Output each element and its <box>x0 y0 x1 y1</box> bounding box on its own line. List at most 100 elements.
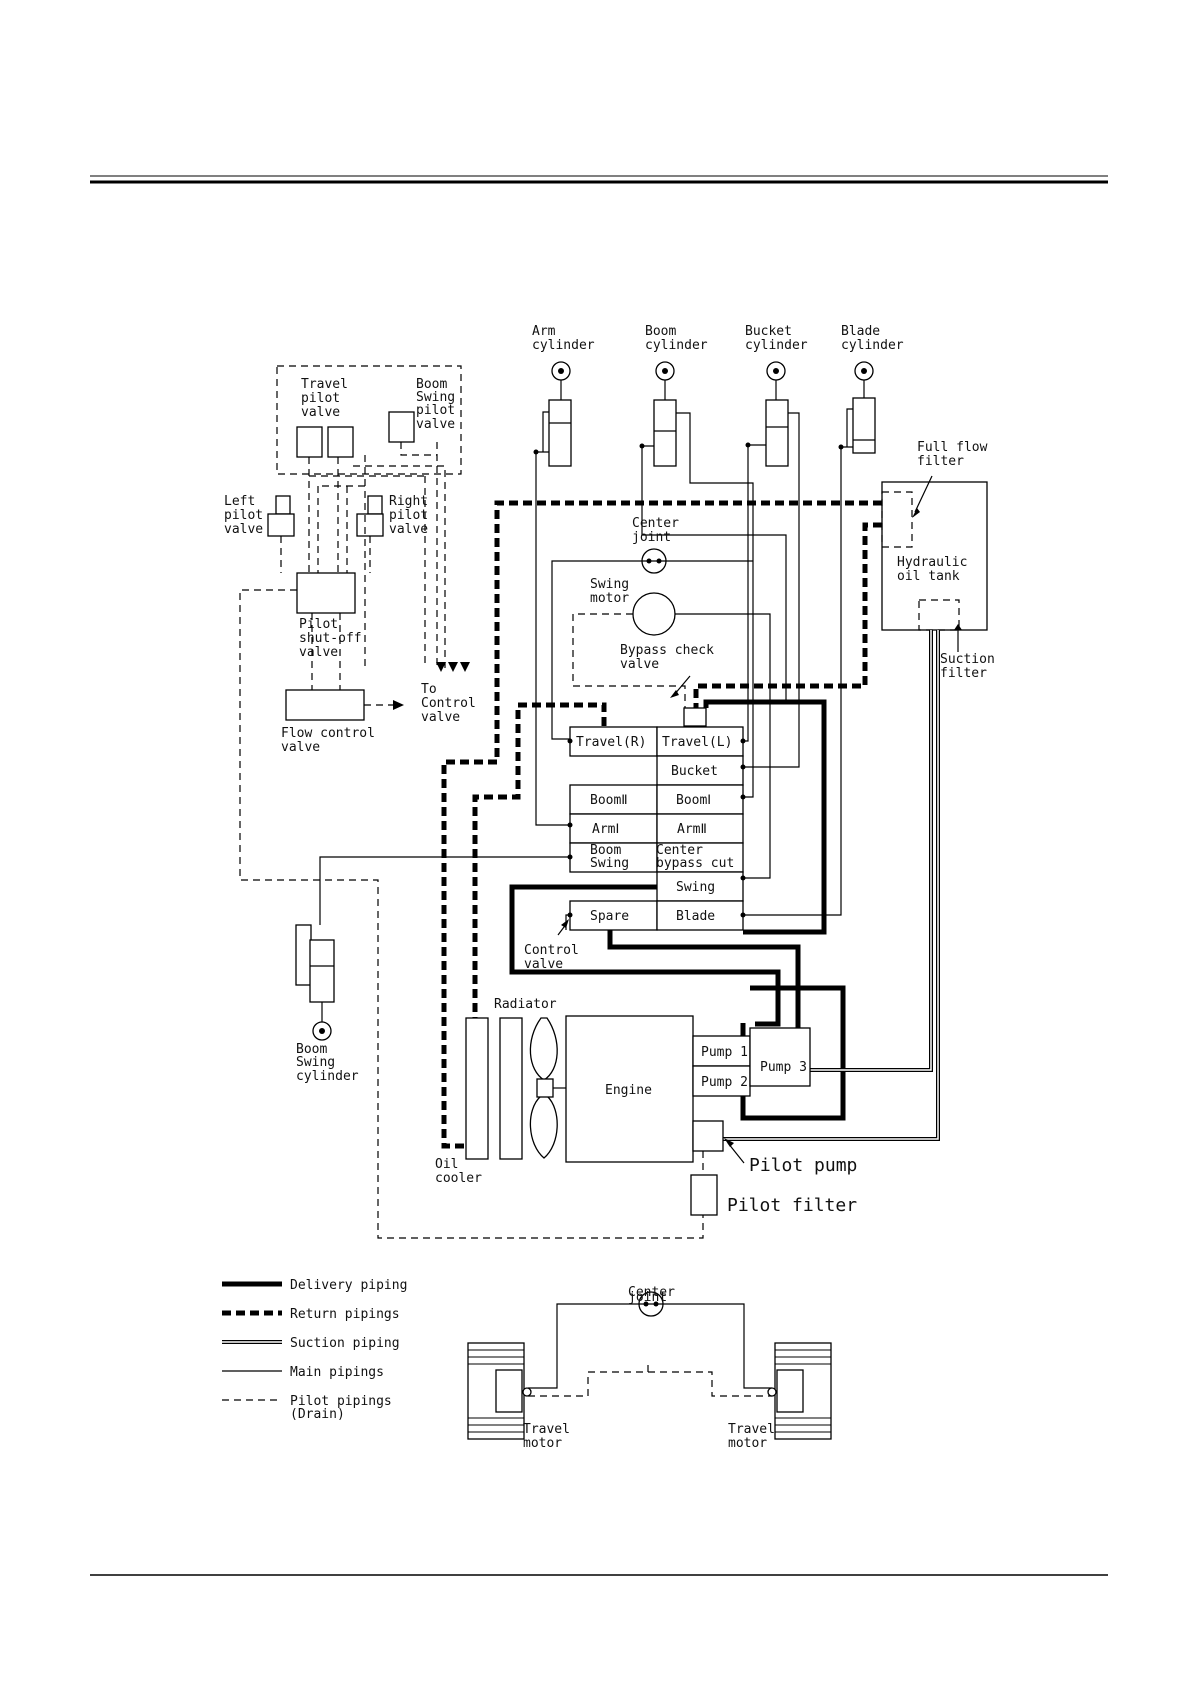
svg-text:filter: filter <box>940 666 987 681</box>
label-control-valve: Control valve <box>524 943 579 972</box>
svg-text:valve: valve <box>299 645 338 660</box>
label-to-control-valve: To Control valve <box>421 682 476 725</box>
svg-text:Pilot pipings: Pilot pipings <box>290 1394 392 1409</box>
svg-text:valve: valve <box>524 957 563 972</box>
pump-3 <box>749 1027 811 1087</box>
svg-text:(Drain): (Drain) <box>290 1407 345 1422</box>
label-travel-motor-right: Travel motor <box>728 1422 775 1451</box>
svg-text:ArmⅡ: ArmⅡ <box>677 822 707 837</box>
center-joint <box>641 548 667 574</box>
return-pipings <box>441 500 882 1149</box>
radiator <box>499 1017 523 1160</box>
svg-text:Right: Right <box>389 494 428 509</box>
left-pilot-valve <box>267 495 295 537</box>
arm-cylinder <box>548 361 572 467</box>
suction-piping <box>720 630 940 1141</box>
boom-swing-pilot-valve-block <box>388 411 415 443</box>
svg-text:oil tank: oil tank <box>897 569 960 584</box>
label-pilot-filter: Pilot filter <box>727 1195 857 1216</box>
svg-text:Hydraulic: Hydraulic <box>897 555 967 570</box>
svg-text:BoomⅡ: BoomⅡ <box>590 793 628 808</box>
svg-text:Boom: Boom <box>416 377 447 392</box>
label-bucket-cylinder: Bucket cylinder <box>745 324 808 353</box>
label-boom-cylinder: Boom cylinder <box>645 324 708 353</box>
svg-text:Boom: Boom <box>645 324 676 339</box>
svg-text:valve: valve <box>416 417 455 432</box>
label-travel-pilot-valve: Travel pilot valve <box>301 377 348 420</box>
pilot-valve-dashed-enclosure <box>276 365 462 475</box>
svg-text:Center: Center <box>632 516 679 531</box>
label-suction-filter: Suction filter <box>940 652 995 681</box>
svg-text:valve: valve <box>301 405 340 420</box>
svg-text:Travel: Travel <box>523 1422 570 1437</box>
label-center-joint-lower: Center joint <box>628 1285 675 1305</box>
engine <box>565 1015 694 1163</box>
svg-text:motor: motor <box>523 1436 562 1451</box>
svg-text:filter: filter <box>917 454 964 469</box>
header-rule <box>90 175 1108 184</box>
svg-text:cylinder: cylinder <box>841 338 904 353</box>
label-blade-cylinder: Blade cylinder <box>841 324 904 353</box>
label-pump-3: Pump 3 <box>760 1060 807 1075</box>
label-swing-motor: Swing motor <box>590 577 629 606</box>
svg-text:Bucket: Bucket <box>745 324 792 339</box>
svg-text:Swing: Swing <box>416 390 455 405</box>
svg-text:joint: joint <box>632 530 671 545</box>
svg-text:Swing: Swing <box>590 577 629 592</box>
swing-motor <box>632 592 676 636</box>
right-pilot-valve <box>356 495 384 537</box>
svg-text:bypass cut: bypass cut <box>656 856 734 871</box>
label-center-joint: Center joint <box>632 516 679 545</box>
label-boom-swing-cylinder: Boom Swing cylinder <box>296 1042 359 1084</box>
svg-text:Arm: Arm <box>532 324 556 339</box>
fan-icon <box>529 1017 566 1159</box>
svg-text:BoomⅠ: BoomⅠ <box>676 793 711 808</box>
travel-pilot-valve-right-block <box>327 426 354 458</box>
svg-text:Suction: Suction <box>940 652 995 667</box>
full-flow-filter <box>881 491 913 548</box>
pilot-pump <box>692 1120 724 1152</box>
label-travel-motor-left: Travel motor <box>523 1422 570 1451</box>
svg-text:Return pipings: Return pipings <box>290 1307 400 1322</box>
svg-text:Control: Control <box>524 943 579 958</box>
svg-text:pilot: pilot <box>224 508 263 523</box>
svg-text:Boom: Boom <box>296 1042 327 1057</box>
hydraulic-oil-tank <box>881 481 988 631</box>
label-pump-2: Pump 2 <box>701 1075 748 1090</box>
travel-motor-right <box>767 1342 832 1440</box>
svg-text:motor: motor <box>590 591 629 606</box>
svg-text:Travel(R): Travel(R) <box>576 735 646 750</box>
svg-text:valve: valve <box>281 740 320 755</box>
svg-text:cylinder: cylinder <box>532 338 595 353</box>
travel-motor-left <box>467 1342 532 1440</box>
boom-cylinder <box>653 361 677 467</box>
label-flow-control-valve: Flow control valve <box>281 726 375 755</box>
svg-text:Boom: Boom <box>590 843 621 858</box>
label-oil-cooler: Oil cooler <box>435 1157 482 1186</box>
pilot-pump-leader <box>727 1142 745 1164</box>
oil-cooler <box>465 1017 489 1160</box>
pump-2 <box>692 1065 751 1097</box>
svg-text:valve: valve <box>224 522 263 537</box>
svg-text:Travel: Travel <box>301 377 348 392</box>
label-right-pilot-valve: Right pilot valve <box>389 494 428 537</box>
svg-text:pilot: pilot <box>416 403 455 418</box>
svg-text:Main pipings: Main pipings <box>290 1365 384 1380</box>
svg-text:valve: valve <box>421 710 460 725</box>
svg-text:cylinder: cylinder <box>745 338 808 353</box>
label-pump-1: Pump 1 <box>701 1045 748 1060</box>
travel-pilot-valve-left-block <box>296 426 323 458</box>
label-bypass-check-valve: Bypass check valve <box>620 643 714 672</box>
svg-text:cooler: cooler <box>435 1171 482 1186</box>
svg-text:valve: valve <box>389 522 428 537</box>
swing-motor-line <box>675 613 771 879</box>
svg-text:cylinder: cylinder <box>645 338 708 353</box>
boom-swing-cylinder <box>295 924 335 1041</box>
pilot-lines <box>239 442 704 1239</box>
pilot-shutoff-valve <box>296 572 356 614</box>
pilot-filter <box>690 1174 718 1216</box>
delivery-pipings <box>509 699 846 1121</box>
to-control-valve-arrows <box>393 662 470 710</box>
label-pilot-shutoff-valve: Pilot shut-off valve <box>299 617 362 660</box>
